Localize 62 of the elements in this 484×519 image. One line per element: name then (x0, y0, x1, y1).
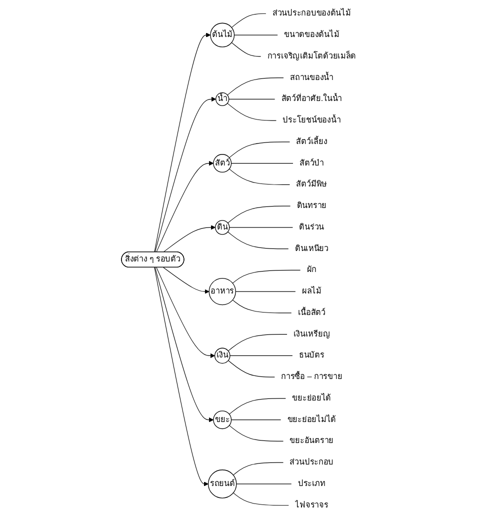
node-text: ขยะย่อยไม่ได้ (287, 414, 336, 424)
connector (229, 168, 290, 185)
connector (229, 142, 290, 158)
node-circle: อาหาร (208, 278, 236, 306)
connector (235, 291, 296, 292)
arrow (154, 267, 214, 422)
arrow (156, 267, 215, 358)
connector (229, 227, 293, 228)
connector (228, 98, 276, 100)
node-text: สัตว์ที่อาศัย.ในน้ำ (281, 94, 342, 104)
connector (230, 355, 293, 356)
node-text: ขยะย่อยได้ (292, 393, 332, 403)
connector (229, 425, 284, 442)
arrow (163, 267, 210, 294)
node-text: ประโยชน์ของน้ำ (282, 116, 341, 125)
connector (233, 492, 289, 506)
connector (232, 270, 301, 284)
connector (234, 34, 278, 36)
node-text: ขยะอันตราย (290, 436, 334, 446)
connector (228, 360, 275, 378)
connector (227, 103, 276, 121)
node-circle: เงิน (214, 348, 230, 364)
arrow (154, 267, 209, 486)
node-text: ผลไม้ (302, 286, 322, 296)
node-circle: สัตว์ (213, 154, 232, 173)
arrow (163, 225, 216, 252)
connector (231, 13, 266, 28)
node-text: ส่วนประกอบของต้นไม้ (272, 8, 351, 18)
arrow (154, 32, 211, 252)
node-text: การซื้อ – การขาย (281, 372, 342, 382)
node-text: ไฟจราจร (295, 500, 328, 510)
arrow (156, 160, 214, 252)
node-text: สัตว์ป่า (299, 158, 324, 168)
node-text: เนื้อสัตว์ (298, 308, 326, 318)
node-text: สถานของน้ำ (290, 72, 334, 82)
node-text: ประเภท (298, 478, 326, 488)
node-circle: น้ำ (216, 92, 230, 106)
connector (229, 398, 286, 414)
node-text: ดินเหนียว (294, 244, 328, 254)
arrow (154, 96, 216, 252)
node-circle: ดิน (215, 220, 230, 235)
connector (228, 334, 288, 352)
node-circle: ขยะ (213, 410, 232, 430)
node-text: ส่วนประกอบ (290, 458, 334, 467)
node-text: เงินเหรียญ (294, 329, 330, 339)
node-circle: ต้นไม้ (210, 22, 235, 48)
connector (228, 232, 289, 250)
node-text: ดินร่วน (299, 222, 324, 232)
node-circle: รถยนต์ (208, 470, 237, 498)
connector (228, 206, 291, 224)
connector (231, 42, 262, 57)
connector (231, 163, 294, 164)
node-text: การเจริญเติมโตด้วยเมล็ด (267, 51, 356, 61)
node-text: ผัก (306, 265, 317, 274)
connector (232, 300, 292, 314)
connector (233, 462, 284, 476)
node-text: สัตว์เลี้ยง (296, 136, 328, 146)
node-text: ขนาดของต้นไม้ (284, 30, 340, 40)
node-text: สัตว์มีพิษ (296, 180, 328, 189)
connector (227, 78, 284, 96)
node-text: ธนบัตร (298, 350, 324, 360)
node-text: ดินทราย (296, 201, 327, 210)
